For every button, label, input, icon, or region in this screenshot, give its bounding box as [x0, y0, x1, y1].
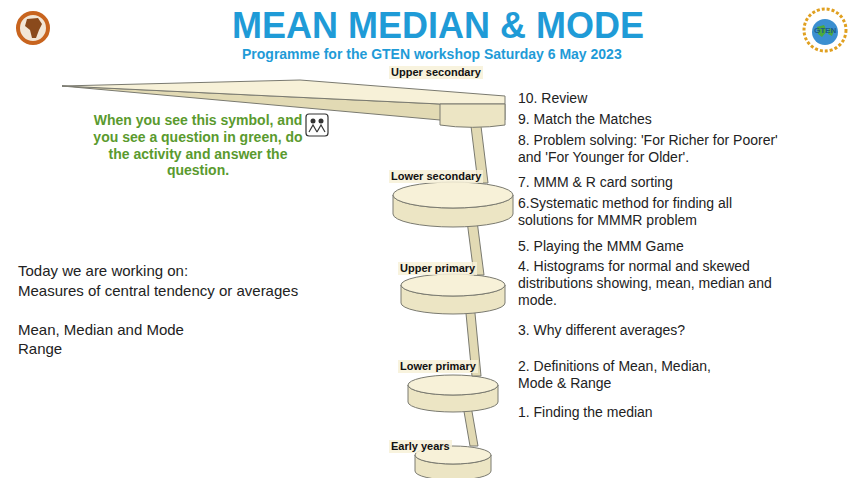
programme-item: 9. Match the Matches — [518, 111, 838, 128]
activity-symbol — [306, 114, 328, 136]
programme-item: 2. Definitions of Mean, Median, Mode & R… — [518, 358, 746, 392]
programme-item: 4. Histograms for normal and skewed dist… — [518, 258, 788, 308]
logo-icon — [18, 13, 48, 43]
logo-text: GTEN — [814, 26, 836, 36]
level-label: Upper primary — [398, 262, 477, 275]
programme-item: 6.Systematic method for finding all solu… — [518, 195, 788, 229]
topic-line: Measures of central tendency or averages — [18, 282, 308, 300]
level-label: Lower secondary — [389, 170, 483, 183]
programme-item: 1. Finding the median — [518, 404, 838, 421]
programme-item: 3. Why different averages? — [518, 322, 838, 339]
programme-item: 8. Problem solving: 'For Richer for Poor… — [518, 132, 788, 166]
programme-item: 10. Review — [518, 90, 838, 107]
subtitle: Programme for the GTEN workshop Saturday… — [242, 46, 622, 63]
globe-icon — [804, 9, 846, 51]
topic-line: Mean, Median and Mode — [18, 321, 318, 339]
programme-item: 5. Playing the MMM Game — [518, 238, 838, 255]
programme-item: 7. MMM & R card sorting — [518, 174, 838, 191]
level-label: Lower primary — [398, 360, 478, 373]
slide-title: MEAN MEDIAN & MODE — [232, 4, 644, 47]
instruction-note: When you see this symbol, and you see a … — [92, 112, 304, 179]
topic-heading: Today we are working on: — [18, 262, 318, 280]
topic-line: Range — [18, 340, 318, 358]
level-label: Early years — [389, 440, 452, 453]
level-label: Upper secondary — [389, 66, 483, 79]
